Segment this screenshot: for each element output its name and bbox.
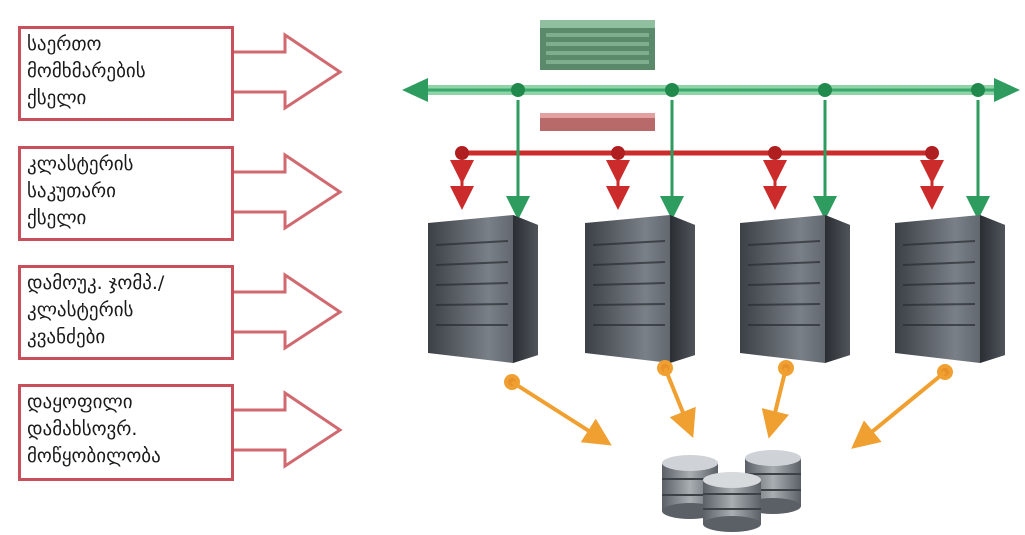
arrow-left-icon bbox=[402, 78, 428, 102]
layer-label-shared-storage: დაყოფილი დამახსოვრ. მოწყობილობა bbox=[18, 384, 234, 481]
arrow-right-icon bbox=[994, 78, 1020, 102]
label-line: ქსელი bbox=[27, 87, 87, 109]
label-line: კლასტერის bbox=[27, 153, 134, 175]
public-network-bus bbox=[402, 78, 1020, 102]
arrow-right-icon bbox=[230, 390, 343, 469]
arrow-right-icon bbox=[230, 152, 343, 231]
switch-icon bbox=[540, 20, 655, 70]
arrow-right-icon bbox=[230, 32, 343, 111]
arrow-right-icon bbox=[230, 272, 343, 351]
label-line: საკუთარი bbox=[27, 180, 117, 202]
label-line: ქსელი bbox=[27, 207, 87, 229]
storage-links bbox=[504, 360, 953, 449]
label-line: საერთო bbox=[27, 33, 102, 55]
server-icon bbox=[895, 215, 1005, 363]
label-line: დაყოფილი bbox=[27, 391, 133, 413]
label-line: დამახსოვრ. bbox=[27, 418, 138, 440]
label-line: დამოუკ. ჯომპ./ bbox=[27, 272, 165, 294]
disk-stack-icon bbox=[662, 450, 801, 532]
label-line: მომხმარების bbox=[27, 60, 146, 82]
layer-arrows bbox=[230, 32, 343, 469]
server-nodes bbox=[428, 215, 1005, 363]
layer-label-cluster-network: კლასტერის საკუთარი ქსელი bbox=[18, 146, 234, 241]
layer-label-cluster-nodes: დამოუკ. ჯომპ./ კლასტერის კვანძები bbox=[18, 265, 234, 360]
cluster-switch-icon bbox=[540, 113, 655, 131]
cluster-network-bus bbox=[455, 146, 939, 160]
server-icon bbox=[428, 215, 538, 363]
label-line: კვანძები bbox=[27, 326, 106, 348]
server-icon bbox=[585, 215, 695, 363]
public-links bbox=[506, 100, 990, 220]
cluster-links bbox=[450, 160, 944, 210]
label-line: მოწყობილობა bbox=[27, 445, 161, 467]
layer-label-public-network: საერთო მომხმარების ქსელი bbox=[18, 26, 234, 121]
label-line: კლასტერის bbox=[27, 299, 134, 321]
server-icon bbox=[740, 215, 850, 363]
